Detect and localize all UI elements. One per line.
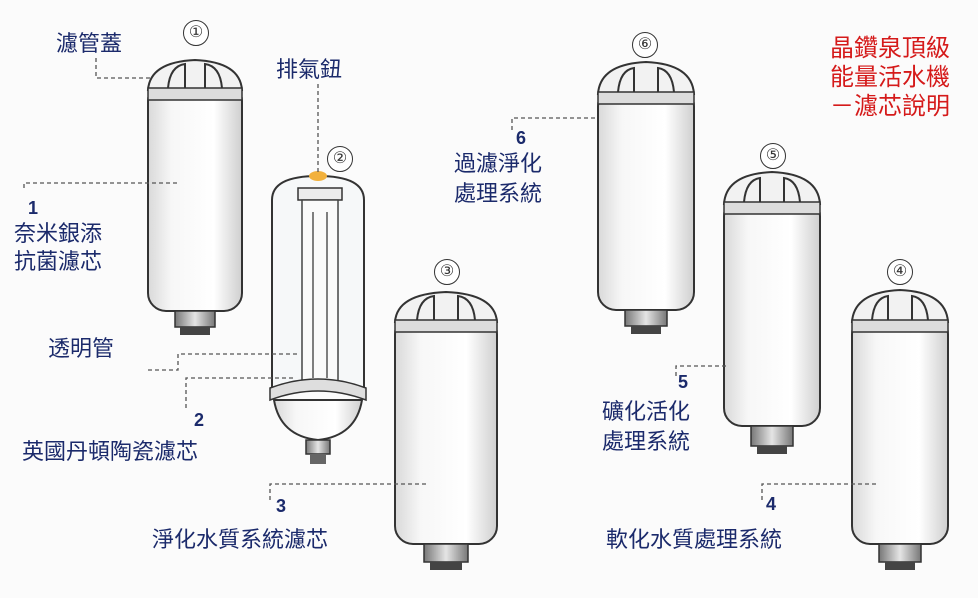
filter-1-index: ① [183, 20, 209, 46]
clear-tube-label: 透明管 [48, 337, 115, 362]
title-line-2: 能量活水機 [830, 63, 950, 91]
filter-1-name-line2: 抗菌濾芯 [14, 250, 103, 275]
filter-6-name-line2: 處理系統 [454, 182, 543, 207]
leader-lines [23, 58, 876, 500]
vent-button-label: 排氣鈕 [276, 58, 343, 83]
filter-5-name-line1: 礦化活化 [602, 400, 691, 425]
filter-4-name: 軟化水質處理系統 [606, 528, 783, 553]
page-title: 晶鑽泉頂級 能量活水機 －濾芯說明 [830, 34, 950, 121]
filter-4-cartridge [850, 288, 950, 570]
filter-6-name-line1: 過濾淨化 [454, 152, 543, 177]
title-line-1: 晶鑽泉頂級 [830, 34, 950, 62]
filter-2-number: 2 [194, 410, 205, 430]
filter-6-cartridge [596, 60, 696, 334]
filter-6-index: ⑥ [632, 32, 658, 58]
filter-cap-label: 濾管蓋 [56, 32, 123, 57]
filter-5-index: ⑤ [760, 143, 786, 169]
filter-5-cartridge [722, 170, 822, 454]
filter-5-name-line2: 處理系統 [602, 430, 691, 455]
title-line-3: －濾芯說明 [830, 92, 950, 120]
filter-4-number: 4 [766, 494, 777, 514]
filter-5-number: 5 [678, 372, 689, 392]
filter-2-name: 英國丹頓陶瓷濾芯 [22, 440, 199, 465]
filter-4-index: ④ [887, 259, 913, 285]
filter-3-cartridge [393, 290, 499, 570]
filter-1-number: 1 [28, 198, 39, 218]
filter-3-number: 3 [276, 496, 287, 516]
filter-2-housing [269, 171, 367, 464]
filter-3-name: 淨化水質系統濾芯 [152, 528, 329, 553]
filter-1-name-line1: 奈米銀添 [14, 222, 103, 247]
filter-2-index: ② [327, 146, 353, 172]
vent-button-knob [309, 171, 327, 181]
filter-6-number: 6 [516, 128, 527, 148]
filter-3-index: ③ [434, 259, 460, 285]
filter-1-cartridge [146, 58, 244, 335]
